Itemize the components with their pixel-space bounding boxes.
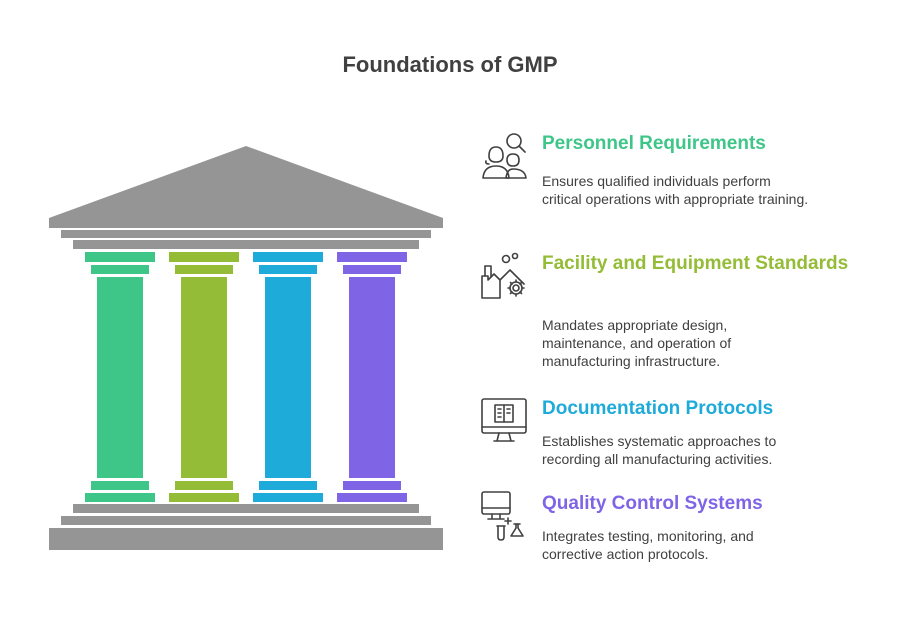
computer-flask-icon — [481, 491, 524, 541]
temple-base-1 — [73, 504, 419, 513]
pillar-3 — [253, 252, 323, 502]
diagram-title: Foundations of GMP — [342, 52, 558, 77]
item-description: Ensures qualified individuals perform cr… — [542, 173, 809, 207]
item-quality-control-systems: Quality Control Systems Integrates testi… — [480, 490, 880, 570]
temple-beam-2 — [73, 240, 419, 249]
temple-base-3 — [49, 528, 443, 550]
temple-roof — [49, 146, 443, 228]
item-title: Quality Control Systems — [542, 493, 763, 514]
people-search-icon — [482, 133, 527, 179]
item-facility-equipment-standards: Facility and Equipment Standards Mandate… — [480, 250, 880, 380]
item-description: Mandates appropriate design, maintenance… — [542, 317, 732, 369]
temple-beam-1 — [61, 230, 431, 238]
item-title: Documentation Protocols — [542, 398, 774, 419]
item-title: Personnel Requirements — [542, 133, 766, 154]
pillar-1 — [85, 252, 155, 502]
temple-illustration — [49, 146, 443, 550]
item-description: Integrates testing, monitoring, and corr… — [542, 528, 754, 562]
monitor-document-icon — [481, 398, 527, 442]
pillar-4 — [337, 252, 407, 502]
pillar-2 — [169, 252, 239, 502]
factory-gear-icon — [481, 252, 525, 299]
item-description: Establishes systematic approaches to rec… — [542, 433, 777, 467]
temple-base-2 — [61, 516, 431, 525]
item-personnel-requirements: Personnel Requirements Ensures qualified… — [480, 130, 880, 230]
item-title: Facility and Equipment Standards — [542, 253, 849, 274]
item-documentation-protocols: Documentation Protocols Establishes syst… — [480, 395, 880, 475]
